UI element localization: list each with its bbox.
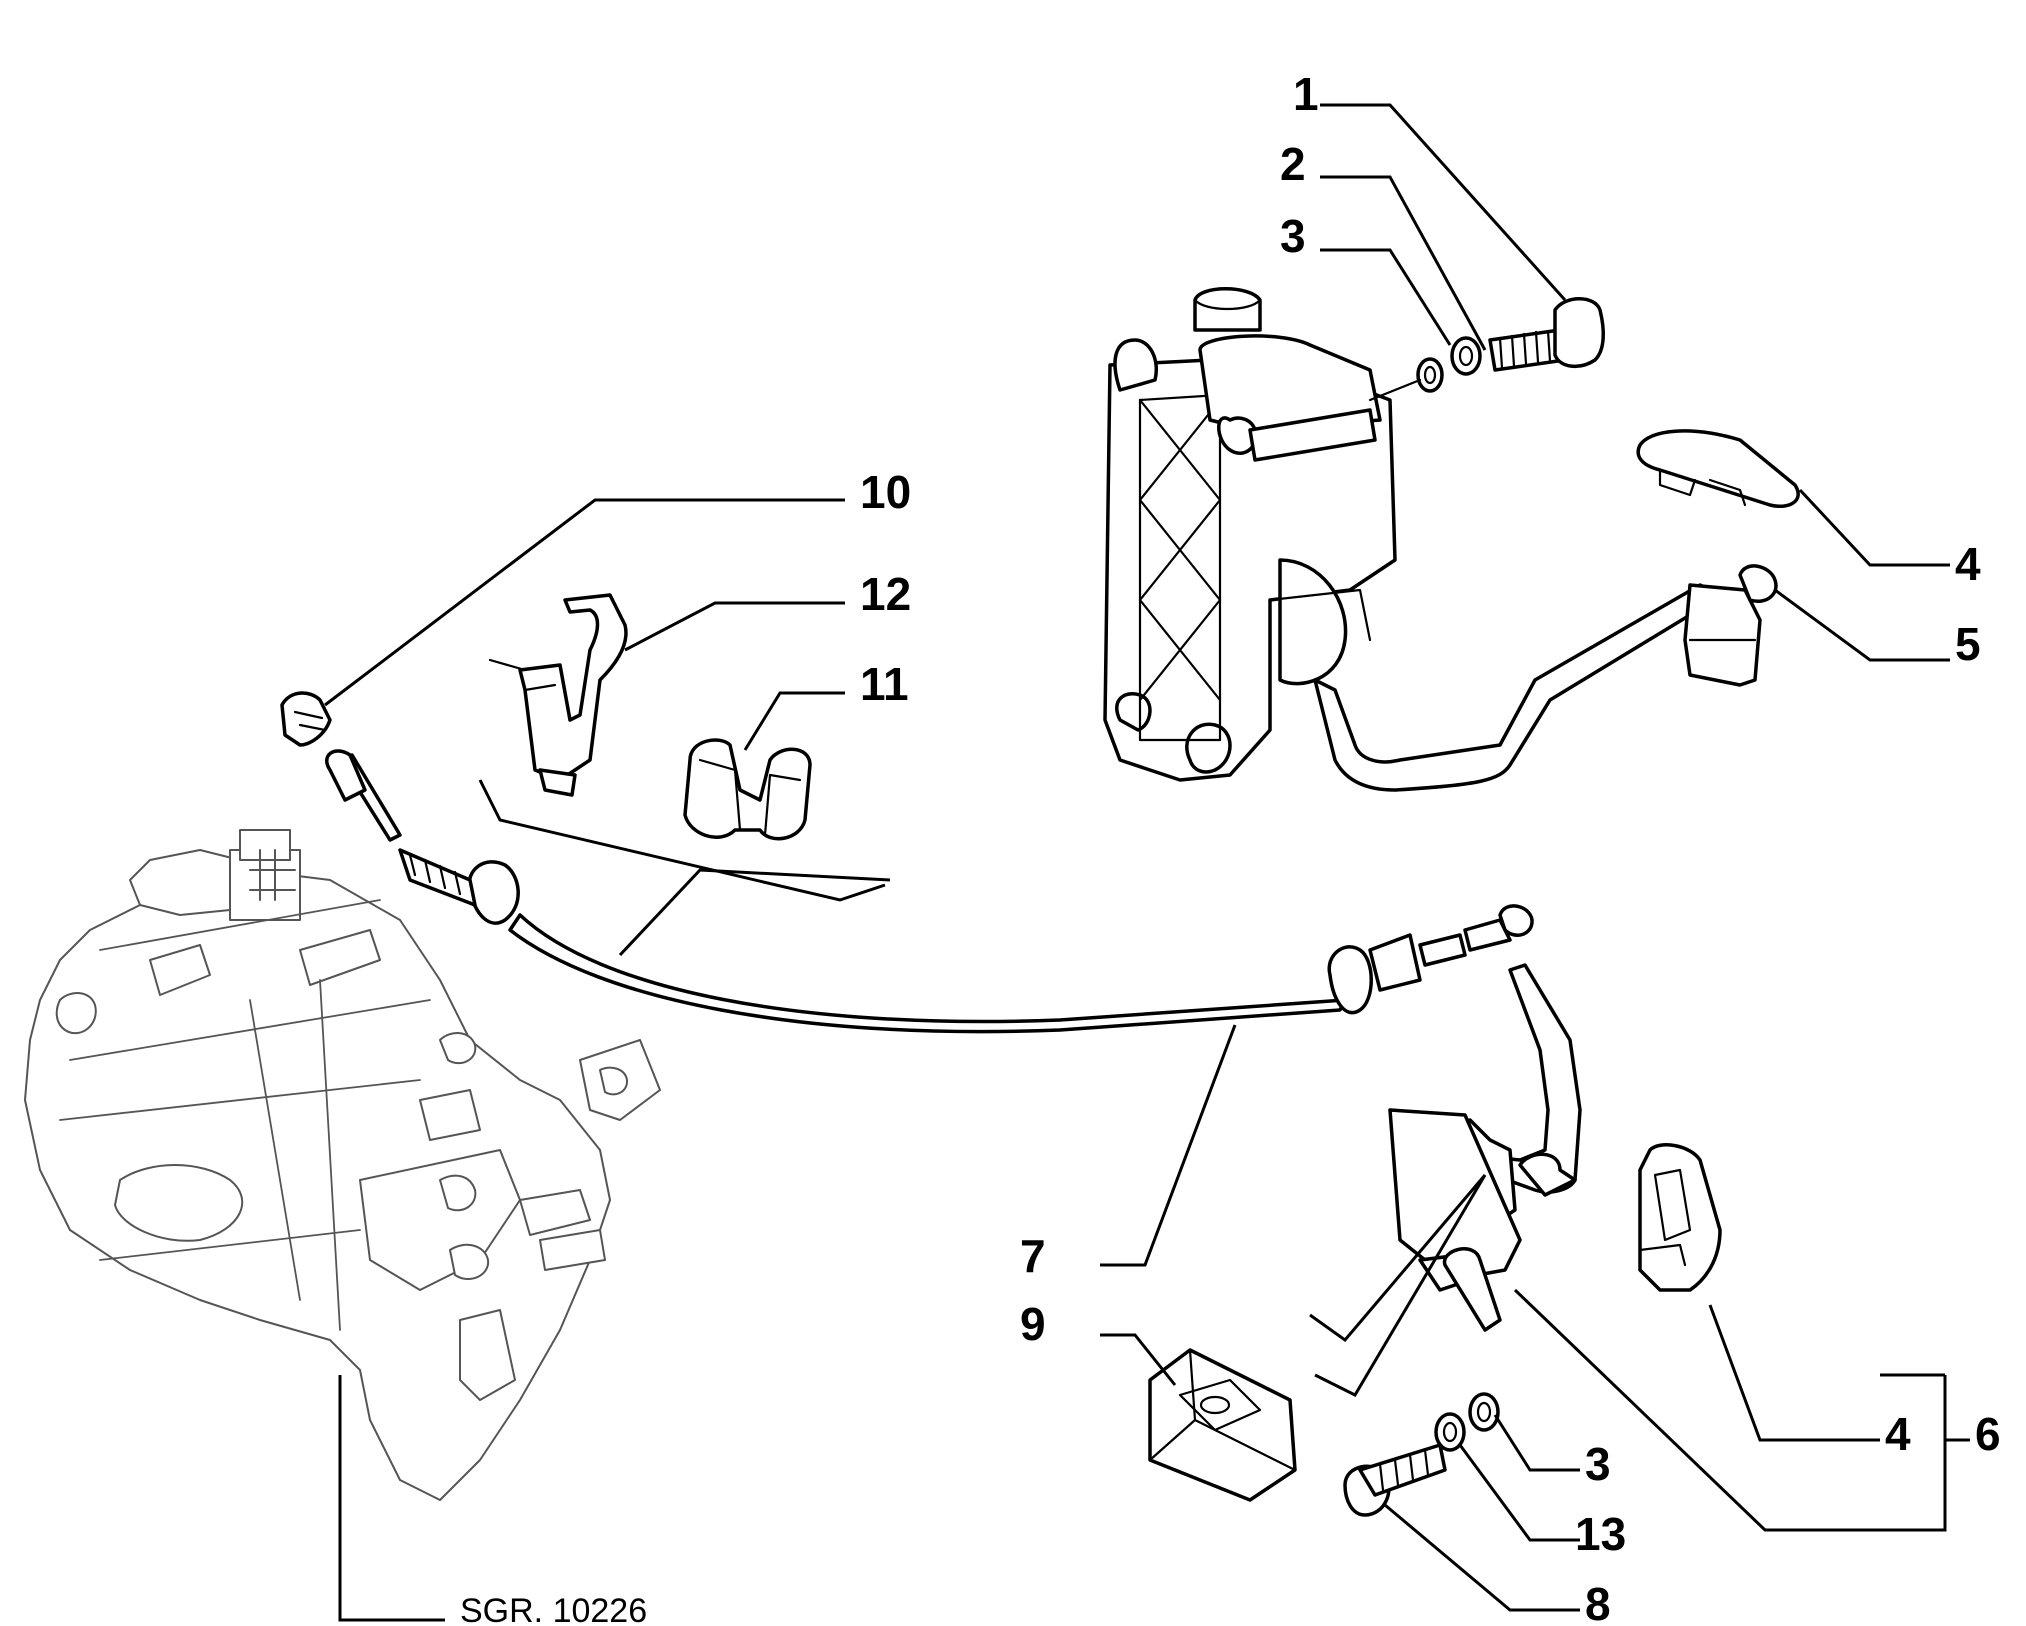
callout-10: 10 xyxy=(860,466,911,518)
callout-4-top: 4 xyxy=(1955,538,1981,590)
grommet-11 xyxy=(683,738,812,841)
callout-9: 9 xyxy=(1020,1298,1046,1350)
pedal-pad-top xyxy=(1636,429,1800,508)
leader-lines xyxy=(324,103,1970,1622)
injection-pump-drawing xyxy=(24,829,661,1501)
callout-11: 11 xyxy=(860,658,909,710)
pedal-lever-bottom xyxy=(1388,963,1582,1332)
callout-5: 5 xyxy=(1955,618,1981,670)
callout-13: 13 xyxy=(1575,1508,1626,1560)
accelerator-pedal-assembly xyxy=(1103,287,1778,792)
drawing-reference: SGR. 10226 xyxy=(460,1592,647,1626)
bolt-and-washers-bottom xyxy=(1343,1392,1500,1517)
callout-1: 1 xyxy=(1293,68,1319,120)
cover-9 xyxy=(1148,1348,1297,1502)
clip-10 xyxy=(280,691,332,747)
callout-8: 8 xyxy=(1585,1578,1611,1626)
bolt-and-washers-top xyxy=(1368,297,1606,402)
callout-3-top: 3 xyxy=(1280,210,1306,262)
callout-12: 12 xyxy=(860,568,911,620)
pedal-pad-bottom xyxy=(1638,1143,1722,1292)
callout-6: 6 xyxy=(1975,1408,2001,1460)
callout-3-bottom: 3 xyxy=(1585,1438,1611,1490)
callout-7: 7 xyxy=(1020,1230,1046,1282)
callout-4-bottom: 4 xyxy=(1885,1408,1911,1460)
callout-2: 2 xyxy=(1280,138,1306,190)
accelerator-cable xyxy=(325,749,1534,1034)
bracket-12 xyxy=(488,593,628,797)
callout-labels: 1 2 3 4 5 10 12 11 7 9 6 4 3 13 8 SGR. 1… xyxy=(460,68,2001,1626)
